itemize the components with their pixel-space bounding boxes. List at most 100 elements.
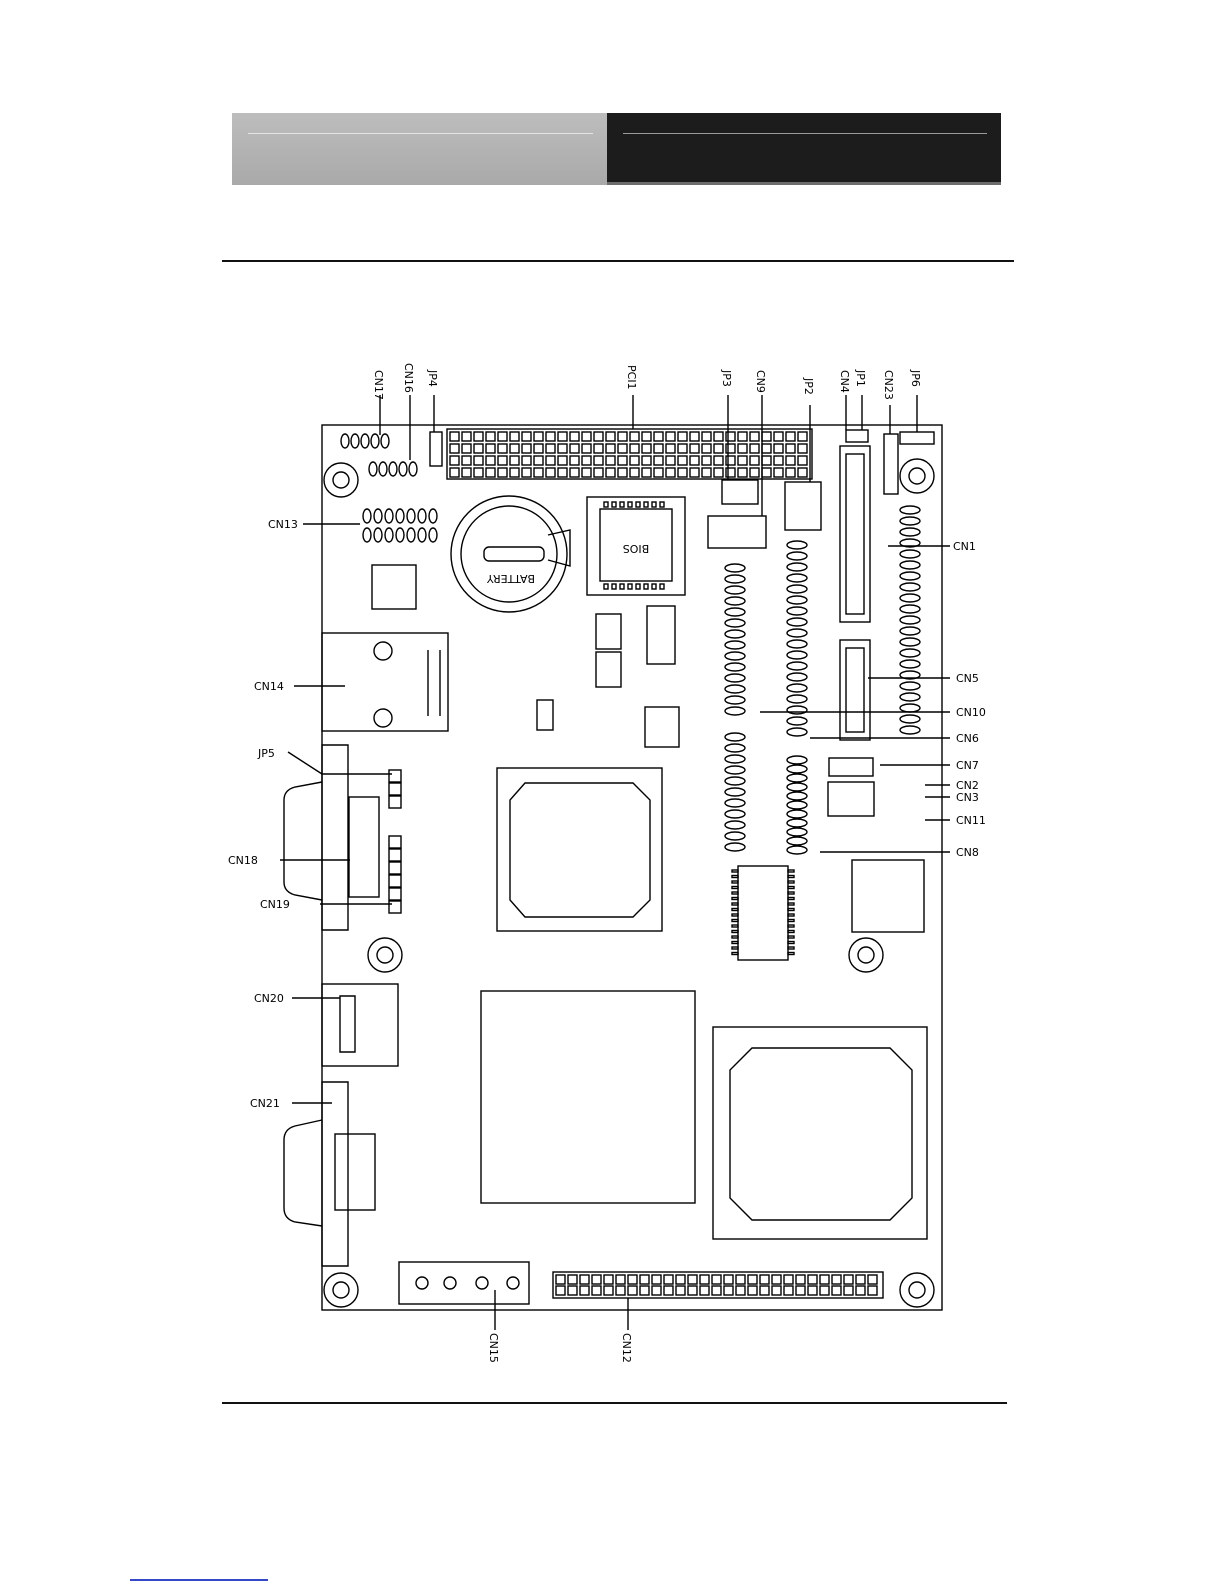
ide-pin <box>748 1275 757 1284</box>
ide-pin <box>844 1286 853 1295</box>
ide-pin <box>808 1275 817 1284</box>
mount-hole-mr <box>849 938 883 972</box>
ide-pin <box>736 1275 745 1284</box>
cn13-pin <box>374 528 382 542</box>
pci-pin <box>462 456 471 465</box>
tsop-pin <box>788 920 794 922</box>
pci-pin <box>762 444 771 453</box>
ide-pin <box>628 1286 637 1295</box>
cn12-ide <box>553 1272 883 1298</box>
cn6-pin <box>787 585 807 593</box>
label-cn17: CN17 <box>372 370 385 400</box>
cn10-pin <box>725 630 745 638</box>
cn17-pin <box>361 434 369 448</box>
pci-pin <box>786 468 795 477</box>
pci-pin <box>786 432 795 441</box>
tsop-pin <box>788 942 794 944</box>
mount-hole-bl <box>324 1273 358 1307</box>
pci-pin <box>774 468 783 477</box>
cn16-header <box>369 462 417 476</box>
battery-clip <box>484 547 544 561</box>
ide-pin <box>856 1286 865 1295</box>
label-cn14: CN14 <box>254 680 284 693</box>
cn1-pin <box>900 506 920 514</box>
pci-pin <box>642 444 651 453</box>
pci-pin <box>678 456 687 465</box>
pci-pin <box>618 444 627 453</box>
cn6-pin <box>787 706 807 714</box>
pci-pin <box>738 432 747 441</box>
cn13-pin <box>396 528 404 542</box>
ide-pin <box>724 1275 733 1284</box>
cn1-pin <box>900 572 920 580</box>
cn1-pin <box>900 616 920 624</box>
pci-pin <box>498 444 507 453</box>
tsop-pin <box>788 931 794 933</box>
ide-pin <box>616 1275 625 1284</box>
ide-pin <box>616 1286 625 1295</box>
pci-pin <box>654 432 663 441</box>
cn10-pin <box>725 586 745 594</box>
cn8-pin <box>787 801 807 809</box>
pci-pin <box>546 468 555 477</box>
pci-pin <box>630 432 639 441</box>
pci-pin <box>798 432 807 441</box>
cn1-pin <box>900 649 920 657</box>
tsop-pin <box>788 892 794 894</box>
battery-label: BATTERY <box>487 572 535 585</box>
cn19-pin <box>389 901 401 913</box>
cn1-pin <box>900 594 920 602</box>
pci-pin <box>678 432 687 441</box>
pci-pin <box>774 432 783 441</box>
cn19-pin <box>389 862 401 874</box>
cn19-header <box>389 836 401 913</box>
bios-pin <box>604 584 608 589</box>
pci-pin <box>666 432 675 441</box>
bios-pin <box>628 502 632 507</box>
bios-pin <box>620 502 624 507</box>
label-pci1: PCI1 <box>625 365 638 390</box>
pci-pin <box>654 468 663 477</box>
pci-pin <box>738 456 747 465</box>
ide-pin <box>760 1286 769 1295</box>
cn1-pin <box>900 638 920 646</box>
ide-pin <box>676 1286 685 1295</box>
label-cn5: CN5 <box>956 672 979 685</box>
ide-pin <box>712 1286 721 1295</box>
tsop-pin <box>732 931 738 933</box>
cn10-pin <box>725 696 745 704</box>
tsop-pin <box>732 881 738 883</box>
small-chip-5 <box>537 700 553 730</box>
cn17-pin <box>381 434 389 448</box>
jp5-pin <box>389 796 401 808</box>
pci-pin <box>450 456 459 465</box>
ide-pin <box>796 1275 805 1284</box>
cn18-com-port <box>322 745 348 930</box>
tsop-pin <box>732 936 738 938</box>
ide-pin <box>868 1286 877 1295</box>
pci-pin <box>474 456 483 465</box>
pci-pin <box>498 468 507 477</box>
pci-pin <box>486 444 495 453</box>
cn17-pin <box>351 434 359 448</box>
ide-pin <box>628 1275 637 1284</box>
pci-pin <box>654 444 663 453</box>
tsop-pin <box>788 914 794 916</box>
ide-pin <box>640 1275 649 1284</box>
pci-pin <box>450 468 459 477</box>
pci-pin <box>774 444 783 453</box>
pci-pin <box>486 456 495 465</box>
ide-pin <box>568 1275 577 1284</box>
pci-pin <box>714 432 723 441</box>
label-cn6: CN6 <box>956 732 979 745</box>
pci-pin <box>570 444 579 453</box>
pci-pin <box>678 468 687 477</box>
pci-pin <box>510 456 519 465</box>
cn10-pin <box>725 652 745 660</box>
tsop-pin <box>788 887 794 889</box>
cn8-pin <box>787 765 807 773</box>
pci-pin <box>450 444 459 453</box>
label-cn19: CN19 <box>260 898 290 911</box>
cn13-pin <box>363 509 371 523</box>
pci-pin <box>558 444 567 453</box>
